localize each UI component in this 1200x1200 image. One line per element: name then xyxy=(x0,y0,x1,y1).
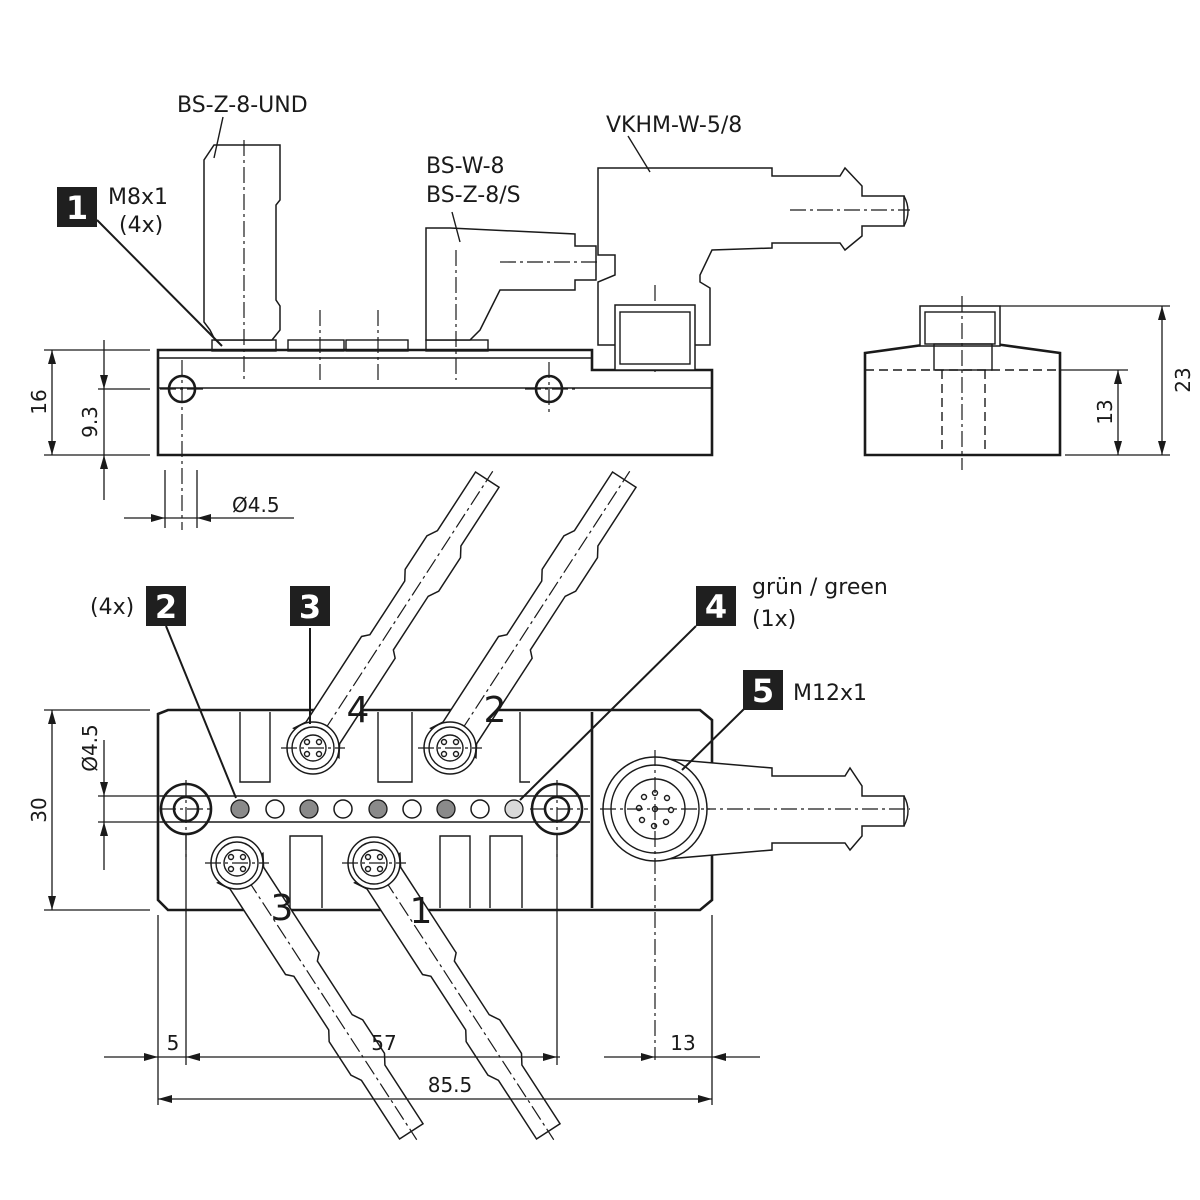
module-body-side xyxy=(156,348,714,457)
dim-hole-dia: Ø4.5 xyxy=(232,493,280,517)
dim-13-height: 13 xyxy=(1093,399,1117,424)
end-view: 23 13 xyxy=(863,296,1195,470)
callout-3: 3 xyxy=(290,586,330,626)
port-number-1: 1 xyxy=(410,891,433,932)
top-view: 4 2 3 1 (4x) 2 3 4 grün / green (1x) 5 M… xyxy=(27,455,910,1156)
callout-1: 1 xyxy=(57,187,97,227)
svg-text:3: 3 xyxy=(299,588,321,626)
callout-5-thread: M12x1 xyxy=(793,681,867,706)
dim-hole-dia-top: Ø4.5 xyxy=(78,724,102,772)
bs-z-8-und-connector xyxy=(203,144,281,341)
callout-4: 4 xyxy=(696,586,736,626)
callout-2: 2 xyxy=(146,586,186,626)
callout-5: 5 xyxy=(743,670,783,710)
led-1 xyxy=(436,799,456,819)
led-3 xyxy=(299,799,319,819)
label-bs-w-8: BS-W-8 xyxy=(426,154,505,179)
callout-2-count: (4x) xyxy=(90,595,134,620)
dim-16: 16 xyxy=(27,389,51,414)
svg-text:5: 5 xyxy=(752,672,774,710)
m12-socket-side xyxy=(614,304,696,371)
callout-4-count: (1x) xyxy=(752,607,796,632)
dim-13-width: 13 xyxy=(670,1031,695,1055)
led-row xyxy=(230,799,524,819)
label-bs-z-8-s: BS-Z-8/S xyxy=(426,183,521,208)
bs-w-8-connector xyxy=(425,227,597,341)
side-view: 1 M8x1 (4x) BS-Z-8-UND BS-W-8 BS-Z-8/S V… xyxy=(27,93,910,530)
dim-5: 5 xyxy=(167,1031,180,1055)
led-pos xyxy=(470,799,490,819)
port-number-2: 2 xyxy=(484,690,507,731)
dim-85-5: 85.5 xyxy=(428,1073,473,1097)
port-number-4: 4 xyxy=(347,690,370,731)
dim-57: 57 xyxy=(371,1031,396,1055)
led-power-green xyxy=(504,799,524,819)
dim-30: 30 xyxy=(27,797,51,822)
svg-text:1: 1 xyxy=(66,189,88,227)
led-pos xyxy=(265,799,285,819)
callout-4-color: grün / green xyxy=(752,575,888,600)
dim-9-3: 9.3 xyxy=(78,406,102,438)
svg-text:4: 4 xyxy=(705,588,727,626)
dim-23: 23 xyxy=(1171,367,1195,392)
callout-1-count: (4x) xyxy=(119,213,163,238)
m12-port-face xyxy=(600,750,710,1060)
led-pos xyxy=(402,799,422,819)
callout-1-thread: M8x1 xyxy=(108,185,168,210)
led-pos xyxy=(333,799,353,819)
led-2 xyxy=(368,799,388,819)
vkhm-connector xyxy=(597,166,905,346)
port-number-3: 3 xyxy=(271,888,294,929)
led-4 xyxy=(230,799,250,819)
svg-text:2: 2 xyxy=(155,588,177,626)
label-bs-z-8-und: BS-Z-8-UND xyxy=(177,93,308,118)
label-vkhm: VKHM-W-5/8 xyxy=(606,113,742,138)
